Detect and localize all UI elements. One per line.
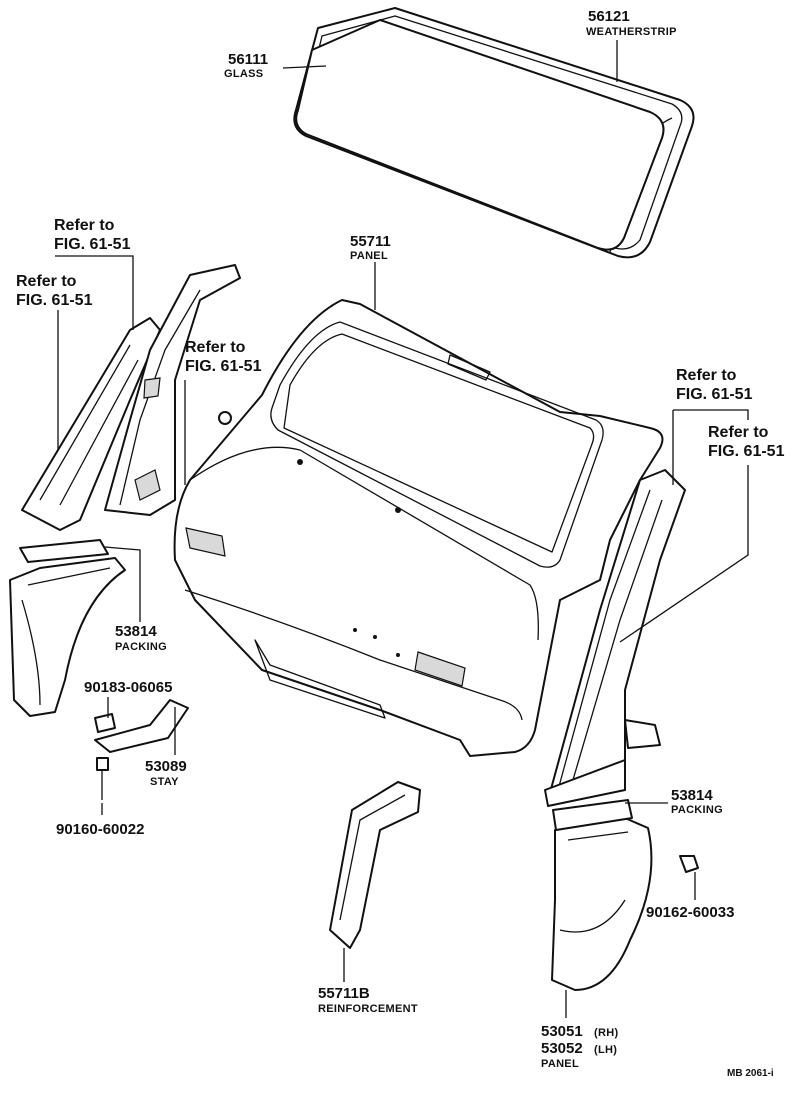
reference-3: Refer to FIG. 61-51 (185, 339, 262, 375)
panel-rh-tag: (RH) (594, 1027, 618, 1039)
panel-top-number: 55711 (350, 233, 391, 250)
callout-glass: 56111 GLASS (224, 51, 268, 80)
reinforcement-name: REINFORCEMENT (318, 1003, 418, 1015)
ref3-line1: Refer to (185, 339, 246, 356)
glass-name: GLASS (224, 68, 263, 80)
glass-part (295, 19, 665, 251)
panel-lh-number: 53052 (541, 1040, 583, 1057)
packing-right-number: 53814 (671, 787, 713, 804)
callout-reinforcement: 55711B REINFORCEMENT (318, 985, 418, 1015)
reinforcement-number: 55711B (318, 985, 370, 1002)
ref1-line2: FIG. 61-51 (54, 236, 131, 253)
ref5-line1: Refer to (708, 424, 769, 441)
weatherstrip-name: WEATHERSTRIP (586, 26, 677, 38)
reference-2: Refer to FIG. 61-51 (16, 273, 93, 309)
packing-left-number: 53814 (115, 623, 157, 640)
glass-number: 56111 (228, 51, 268, 68)
footer-code: MB 2061-i (727, 1068, 774, 1079)
screw-right-number: 90162-60033 (646, 904, 734, 921)
screw-left-number: 90160-60022 (56, 821, 144, 838)
panel-rh-number: 53051 (541, 1023, 583, 1040)
callout-weatherstrip: 56121 WEATHERSTRIP (586, 8, 677, 38)
ref3-line2: FIG. 61-51 (185, 358, 262, 375)
leader-lines (55, 40, 749, 1018)
callout-screw-left: 90160-60022 (56, 821, 144, 838)
ref4-line2: FIG. 61-51 (676, 386, 753, 403)
callout-packing-left: 53814 PACKING (115, 623, 167, 653)
callout-panel-top: 55711 PANEL (350, 233, 391, 262)
panel-lh-tag: (LH) (594, 1044, 617, 1056)
callout-panel-side: 53051 (RH) 53052 (LH) PANEL (541, 1023, 618, 1070)
reference-4: Refer to FIG. 61-51 (676, 367, 753, 403)
weatherstrip-number: 56121 (588, 8, 630, 25)
bolt-top-number: 90183-06065 (84, 679, 172, 696)
ref2-line2: FIG. 61-51 (16, 292, 93, 309)
callout-packing-right: 53814 PACKING (671, 787, 723, 816)
reference-1: Refer to FIG. 61-51 (54, 217, 131, 253)
left-pillar-part (21, 264, 241, 531)
ref4-line1: Refer to (676, 367, 737, 384)
door-panel-part (173, 299, 664, 757)
reinforcement-part (329, 781, 421, 949)
ref5-line2: FIG. 61-51 (708, 443, 785, 460)
callout-bolt-top: 90183-06065 (84, 679, 172, 696)
reference-5: Refer to FIG. 61-51 (708, 424, 785, 460)
ref1-line1: Refer to (54, 217, 115, 234)
packing-left-name: PACKING (115, 641, 167, 653)
stay-part (94, 699, 189, 800)
right-pillar-part (544, 469, 686, 807)
stay-name: STAY (150, 776, 179, 788)
ref2-line1: Refer to (16, 273, 77, 290)
packing-right-name: PACKING (671, 804, 723, 816)
callout-screw-right: 90162-60033 (646, 904, 734, 921)
panel-top-name: PANEL (350, 250, 388, 262)
right-quarter-panel-part (551, 799, 699, 991)
left-quarter-panel-part (9, 539, 126, 717)
callout-stay: 53089 STAY (145, 758, 187, 788)
panel-side-name: PANEL (541, 1058, 579, 1070)
stay-number: 53089 (145, 758, 187, 775)
